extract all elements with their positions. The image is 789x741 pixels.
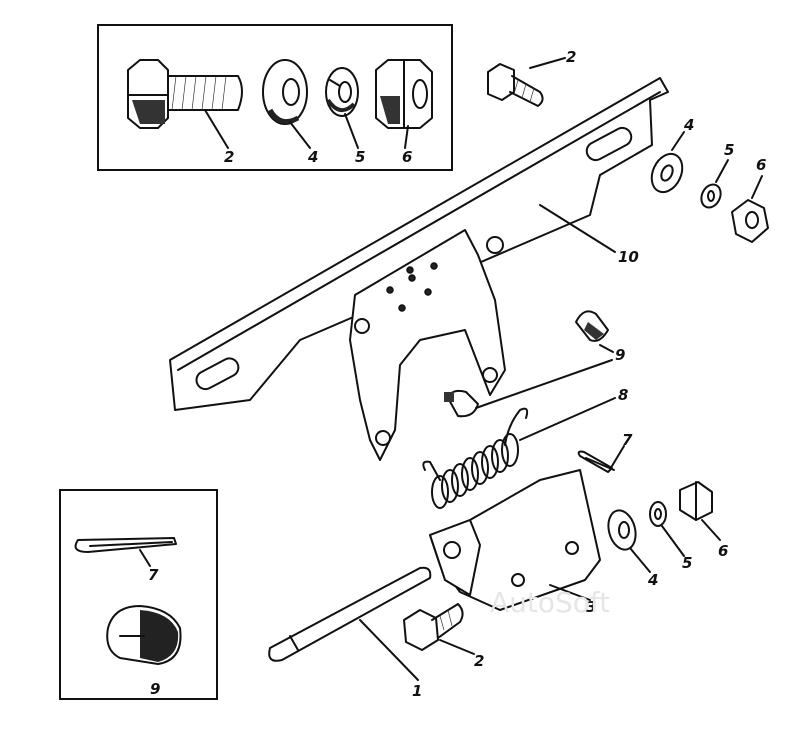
- inset-label-nut: 6: [402, 148, 412, 166]
- label-washer-top: 4: [683, 116, 694, 134]
- bolt-top-right: 2: [487, 48, 576, 107]
- label-bolt-top: 2: [566, 48, 576, 66]
- nut-bottom-right: 6: [679, 481, 728, 560]
- label-spring: 8: [618, 386, 628, 404]
- spring-washer-bottom-right: 5: [649, 501, 692, 572]
- washer-top-right: 4: [650, 116, 694, 194]
- pedal-plate-part: 3: [429, 469, 601, 616]
- bracket-part: 10: [169, 77, 669, 461]
- label-cotter-pin: 7: [622, 431, 633, 449]
- plug-upper: [575, 310, 609, 342]
- label-axle: 1: [412, 682, 422, 700]
- inset-top-box: 2 4 5 6: [97, 24, 453, 171]
- inset-spring-washer-illustration: [325, 67, 359, 117]
- plug-lower: [444, 389, 479, 418]
- inset-washer-illustration: [262, 59, 308, 125]
- cotter-pin-part: 7: [577, 431, 633, 473]
- inset-bolt-illustration: [127, 59, 243, 129]
- watermark: AutoSoft: [490, 586, 610, 619]
- inset-plug-illustration: [106, 605, 182, 665]
- label-washer-bottom: 4: [647, 571, 658, 589]
- inset-bottom-box: 7 9: [59, 489, 218, 700]
- label-spring-washer-top: 5: [724, 141, 734, 159]
- axle-part: 1: [268, 566, 432, 700]
- inset-label-bolt: 2: [224, 148, 234, 166]
- label-nut-top: 6: [756, 156, 766, 174]
- label-pedal-plate: 3: [586, 598, 596, 616]
- inset-label-plug: 9: [150, 680, 160, 698]
- label-nut-bottom: 6: [718, 542, 728, 560]
- spring-washer-top-right: 5: [700, 141, 734, 209]
- nut-top-right: 6: [731, 156, 769, 243]
- inset-label-washer: 4: [307, 148, 318, 166]
- label-plug: 9: [615, 346, 625, 364]
- label-spring-washer-bottom: 5: [682, 554, 692, 572]
- spring-part: 8: [422, 386, 628, 509]
- washer-bottom-right: 4: [607, 509, 658, 589]
- label-bolt-bottom: 2: [474, 652, 484, 670]
- inset-nut-illustration: [375, 59, 433, 129]
- inset-label-spring-washer: 5: [355, 148, 365, 166]
- inset-label-cotter-pin: 7: [148, 566, 159, 584]
- bolt-bottom: 2: [403, 603, 484, 670]
- inset-cotter-pin-illustration: [74, 537, 177, 567]
- label-bracket: 10: [618, 248, 639, 266]
